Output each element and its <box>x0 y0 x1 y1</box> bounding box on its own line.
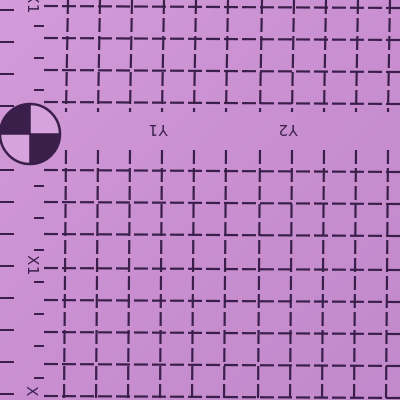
horizontal-grid-line <box>43 232 400 238</box>
label-x-bottom: X <box>22 386 41 397</box>
label-y2: Y2 <box>278 121 298 139</box>
vertical-grid-line <box>384 149 390 400</box>
vertical-grid-line <box>128 0 134 113</box>
horizontal-grid-line <box>43 330 400 336</box>
vertical-grid-line <box>290 0 296 113</box>
horizontal-grid-line <box>43 298 400 304</box>
vertical-grid-line <box>190 149 196 400</box>
horizontal-grid-line <box>43 394 400 400</box>
vertical-grid-lines <box>62 0 392 400</box>
horizontal-grid-line <box>43 68 400 74</box>
vertical-grid-line <box>126 149 132 400</box>
calibration-target-icon <box>0 102 62 166</box>
label-x1-top: X1 <box>23 0 42 14</box>
vertical-grid-line <box>354 0 360 113</box>
vertical-grid-line <box>256 149 262 400</box>
horizontal-grid-line <box>43 4 400 10</box>
vertical-grid-line <box>258 0 264 113</box>
vertical-grid-line <box>158 149 164 400</box>
left-ruler-ticks <box>0 9 44 395</box>
label-x1-middle: X1 <box>23 255 42 276</box>
vertical-grid-line <box>96 0 102 113</box>
vertical-grid-line <box>160 0 166 113</box>
vertical-grid-line <box>386 0 392 113</box>
horizontal-grid-line <box>43 200 400 206</box>
horizontal-grid-line <box>43 36 400 42</box>
vertical-grid-line <box>224 0 230 113</box>
vertical-grid-line <box>94 149 100 400</box>
vertical-grid-line <box>288 149 294 400</box>
vertical-grid-line <box>352 149 358 400</box>
horizontal-grid-lines <box>43 4 400 400</box>
horizontal-grid-line <box>43 266 400 272</box>
horizontal-grid-line <box>43 362 400 368</box>
horizontal-grid-line <box>43 168 400 174</box>
label-y1: Y1 <box>148 121 168 139</box>
vertical-grid-line <box>322 0 328 113</box>
vertical-grid-line <box>320 149 326 400</box>
horizontal-grid-line <box>43 100 400 106</box>
vertical-grid-line <box>64 0 70 113</box>
vertical-grid-line <box>192 0 198 113</box>
vertical-grid-line <box>222 149 228 400</box>
vertical-grid-line <box>62 149 68 400</box>
